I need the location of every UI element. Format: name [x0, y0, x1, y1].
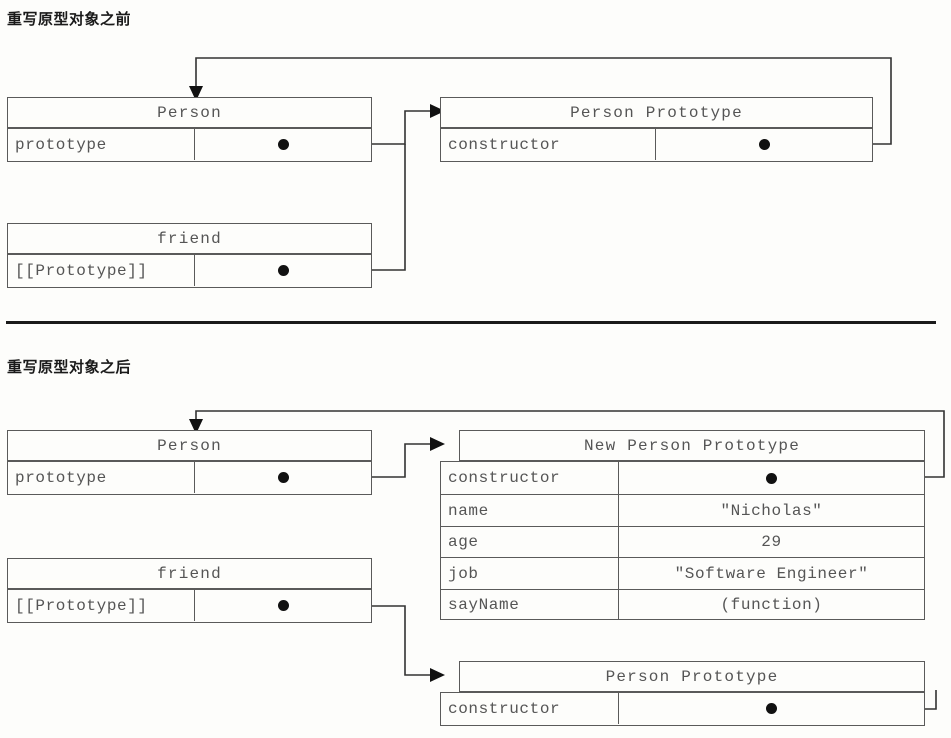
object-rows-person-after: prototype [7, 461, 372, 495]
pointer-dot-icon [758, 139, 770, 150]
row-value-pointer [195, 590, 371, 621]
row-value-pointer [619, 462, 924, 494]
row-key: constructor [441, 462, 619, 494]
table-row: job "Software Engineer" [441, 558, 924, 590]
arrowhead-after-person-to-new-proto [430, 437, 445, 451]
table-row: constructor [441, 129, 872, 160]
object-rows-friend-before: [[Prototype]] [7, 254, 372, 288]
row-key: [[Prototype]] [8, 590, 195, 621]
table-row: prototype [8, 462, 371, 493]
object-header-person-prototype-after: Person Prototype [459, 661, 925, 692]
object-rows-person-before: prototype [7, 128, 372, 162]
object-header-friend-after: friend [7, 558, 372, 589]
pointer-dot-icon [766, 472, 777, 484]
object-rows-new-person-prototype: constructor name "Nicholas" age 29 job "… [440, 461, 925, 620]
row-value-pointer [195, 462, 371, 493]
pointer-dot-icon [277, 139, 289, 150]
object-rows-friend-after: [[Prototype]] [7, 589, 372, 623]
table-row: [[Prototype]] [8, 590, 371, 621]
pointer-dot-icon [277, 472, 289, 483]
table-row: constructor [441, 693, 924, 724]
table-row: name "Nicholas" [441, 495, 924, 527]
row-key: constructor [441, 129, 656, 160]
row-value: "Nicholas" [720, 501, 823, 520]
object-rows-person-prototype-before: constructor [440, 128, 873, 162]
row-key: prototype [8, 129, 195, 160]
row-value: "Software Engineer" [674, 564, 869, 583]
row-value: 29 [761, 533, 782, 551]
section-title-before: 重写原型对象之前 [7, 11, 132, 28]
object-header-new-person-prototype: New Person Prototype [459, 430, 925, 461]
object-header-person-after: Person [7, 430, 372, 461]
pointer-dot-icon [766, 703, 777, 714]
object-header-person-prototype-before: Person Prototype [440, 97, 873, 128]
row-key: [[Prototype]] [8, 255, 195, 286]
row-key: job [441, 558, 619, 589]
table-row: age 29 [441, 527, 924, 558]
pointer-dot-icon [277, 265, 289, 276]
object-header-friend-before: friend [7, 223, 372, 254]
row-key: constructor [441, 693, 619, 724]
table-row: sayName (function) [441, 590, 924, 620]
row-key: name [441, 495, 619, 526]
row-value-pointer [619, 693, 924, 724]
row-value-pointer [656, 129, 872, 160]
section-title-after: 重写原型对象之后 [7, 359, 132, 376]
row-key: prototype [8, 462, 195, 493]
object-rows-person-prototype-after: constructor [440, 692, 925, 726]
arrowhead-after-friend-to-proto [430, 668, 445, 682]
pointer-dot-icon [277, 600, 289, 611]
row-key: age [441, 527, 619, 557]
row-key: sayName [441, 590, 619, 620]
row-value-pointer [195, 129, 371, 160]
row-value: (function) [720, 596, 823, 614]
table-row: constructor [441, 462, 924, 495]
object-header-person-before: Person [7, 97, 372, 128]
table-row: prototype [8, 129, 371, 160]
section-divider [6, 321, 936, 324]
table-row: [[Prototype]] [8, 255, 371, 286]
row-value-pointer [195, 255, 371, 286]
